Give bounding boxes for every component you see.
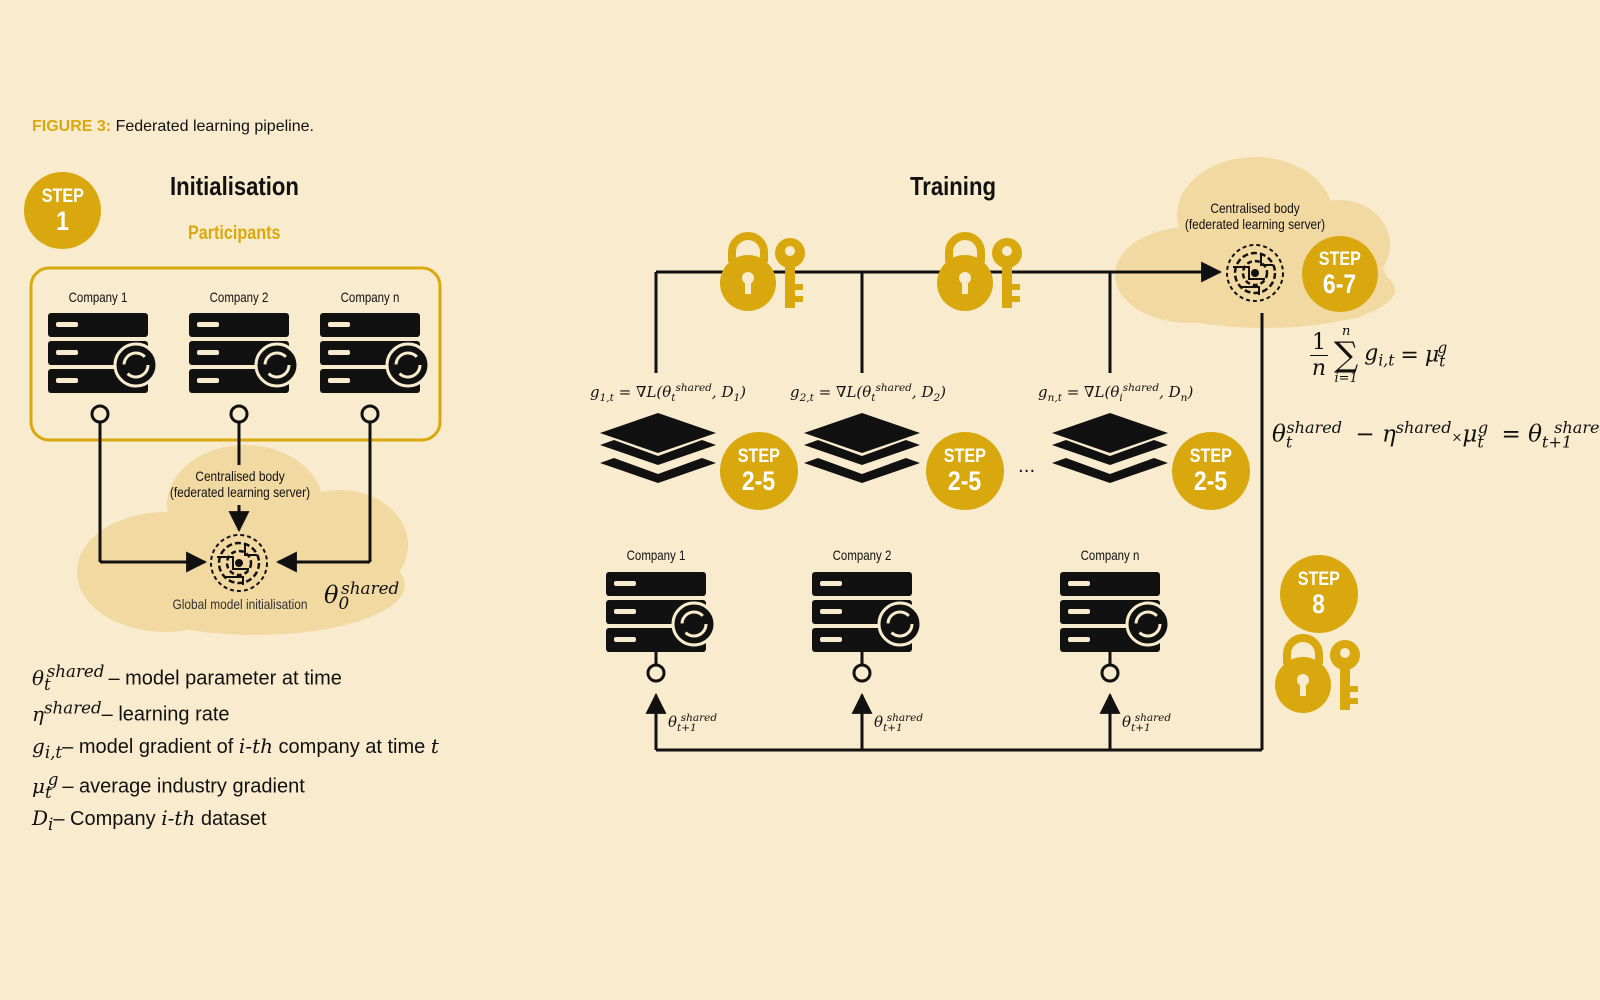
gradient-formula-2: g2,t = ∇L(θtshared, D2) <box>790 382 947 404</box>
init-company-n-label: Company n <box>340 289 400 305</box>
train-company-1-label: Company 1 <box>626 547 686 563</box>
ellipsis: ... <box>1018 456 1036 477</box>
average-gradient-formula: 1 n n ∑ i=1 gi,t = μtg <box>1310 324 1448 386</box>
figure-caption-text: Federated learning pipeline. <box>115 118 314 135</box>
legend-gradient: gi,t– model gradient of i-th company at … <box>32 734 439 762</box>
initialisation-title: Initialisation <box>170 171 299 201</box>
gradient-formula-n: gn,t = ∇L(θishared, Dn) <box>1038 382 1194 404</box>
figure-caption: FIGURE 3: Federated learning pipeline. <box>32 118 314 136</box>
theta-update-label-n: θt+1shared <box>1122 712 1172 734</box>
train-company-n-label: Company n <box>1080 547 1140 563</box>
train-company-2-label: Company 2 <box>832 547 892 563</box>
legend-eta: ηshared– learning rate <box>32 698 230 726</box>
init-company-1-label: Company 1 <box>68 289 128 305</box>
theta-update-label-1: θt+1shared <box>668 712 718 734</box>
server-cloud-text: Centralised body (federated learning ser… <box>1184 200 1326 233</box>
step-1-badge: STEP 1 <box>24 172 101 249</box>
parameter-update-formula: θtshared − ηshared×μtg = θt+1shared <box>1272 418 1600 452</box>
participants-box <box>29 266 442 442</box>
legend-mu: μtg– average industry gradient <box>32 770 305 802</box>
legend-theta: θtshared– model parameter at time <box>32 662 342 694</box>
global-model-label: Global model initialisation <box>172 596 308 612</box>
figure-label: FIGURE 3: <box>32 118 112 135</box>
training-title: Training <box>910 171 996 201</box>
theta-0-shared: θ0shared <box>324 578 400 613</box>
theta-update-label-2: θt+1shared <box>874 712 924 734</box>
gradient-formula-1: g1,t = ∇L(θtshared, D1) <box>590 382 747 404</box>
init-cloud-text: Centralised body (federated learning ser… <box>169 468 311 501</box>
step-6-7-badge: STEP 6-7 <box>1302 236 1378 312</box>
init-company-2-label: Company 2 <box>209 289 269 305</box>
legend-dataset: Di– Company i-th dataset <box>32 806 267 834</box>
init-cloud <box>77 445 408 635</box>
participants-label: Participants <box>188 223 281 244</box>
